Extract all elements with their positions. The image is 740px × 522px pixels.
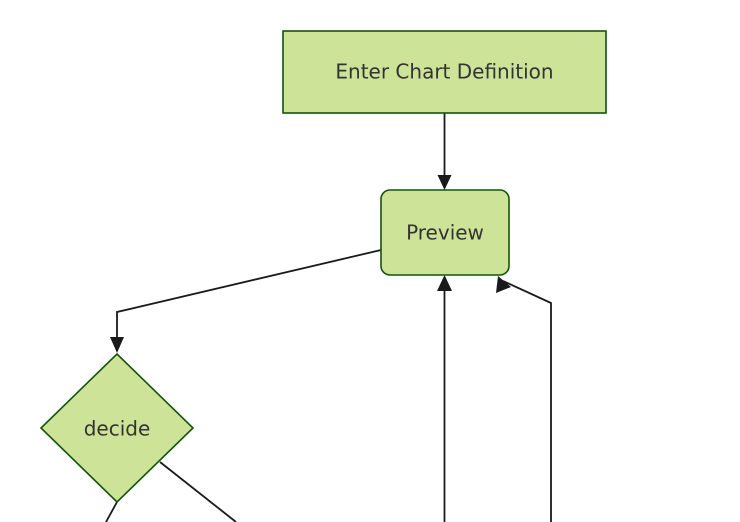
- arrowhead-icon: [496, 276, 511, 293]
- node-enter-chart-definition[interactable]: Enter Chart Definition: [282, 30, 607, 114]
- node-decide[interactable]: decide: [39, 352, 195, 504]
- edge-return-right-to-preview-line: [502, 280, 552, 522]
- node-preview[interactable]: Preview: [380, 189, 510, 276]
- edge-layer: [105, 113, 552, 522]
- node-preview-shape: [380, 189, 510, 276]
- edge-decide-out-right[interactable]: [159, 461, 237, 522]
- edge-preview-to-decide-line: [116, 249, 382, 345]
- edge-return-right-to-preview[interactable]: [496, 276, 552, 522]
- arrowhead-icon: [110, 337, 124, 353]
- edge-return-center-to-preview[interactable]: [437, 275, 452, 522]
- edge-enter-to-preview[interactable]: [437, 113, 452, 190]
- node-decide-shape: [39, 352, 195, 504]
- node-layer: Enter Chart Definition Preview decide: [39, 30, 607, 504]
- node-enter-chart-definition-shape: [282, 30, 607, 114]
- edge-decide-out-left[interactable]: [105, 501, 118, 522]
- arrowhead-icon: [437, 275, 452, 291]
- edge-decide-out-left-line: [105, 501, 118, 522]
- arrowhead-icon: [437, 175, 452, 190]
- edge-preview-to-decide[interactable]: [110, 249, 382, 353]
- edge-decide-out-right-line: [159, 461, 237, 522]
